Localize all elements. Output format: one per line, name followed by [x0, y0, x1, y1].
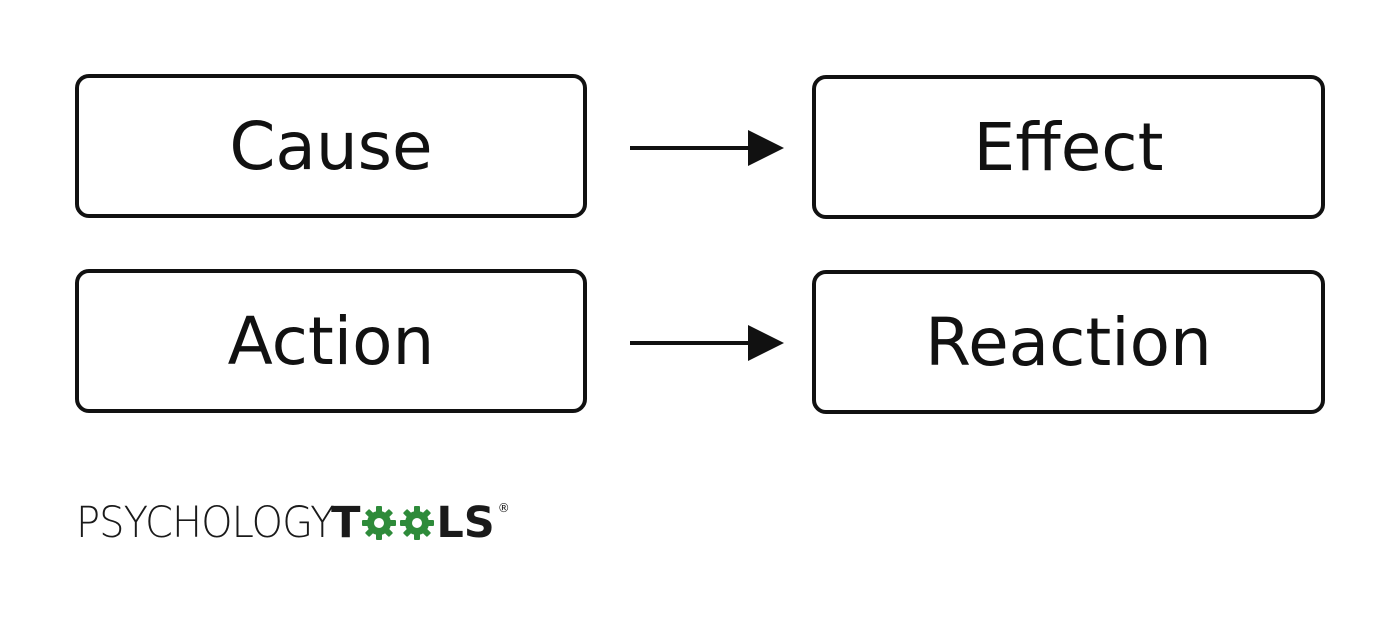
action-label: Action — [227, 302, 435, 380]
logo-bold-prefix: T — [331, 497, 361, 548]
effect-label: Effect — [973, 108, 1164, 186]
action-box: Action — [75, 269, 587, 413]
arrow-right-icon — [630, 130, 784, 166]
gear-icon — [362, 506, 397, 540]
effect-box: Effect — [812, 75, 1325, 219]
arrow-right-icon — [630, 325, 784, 361]
logo-bold-suffix: LS — [436, 497, 495, 548]
logo-light-text: PSYCHOLOGY — [76, 497, 335, 548]
reaction-box: Reaction — [812, 270, 1325, 414]
reaction-label: Reaction — [925, 303, 1212, 381]
registered-mark: ® — [497, 501, 510, 515]
psychology-tools-logo: PSYCHOLOGY T LS ® — [76, 500, 510, 546]
gear-icon — [400, 506, 435, 540]
cause-box: Cause — [75, 74, 587, 218]
cause-label: Cause — [229, 107, 433, 185]
